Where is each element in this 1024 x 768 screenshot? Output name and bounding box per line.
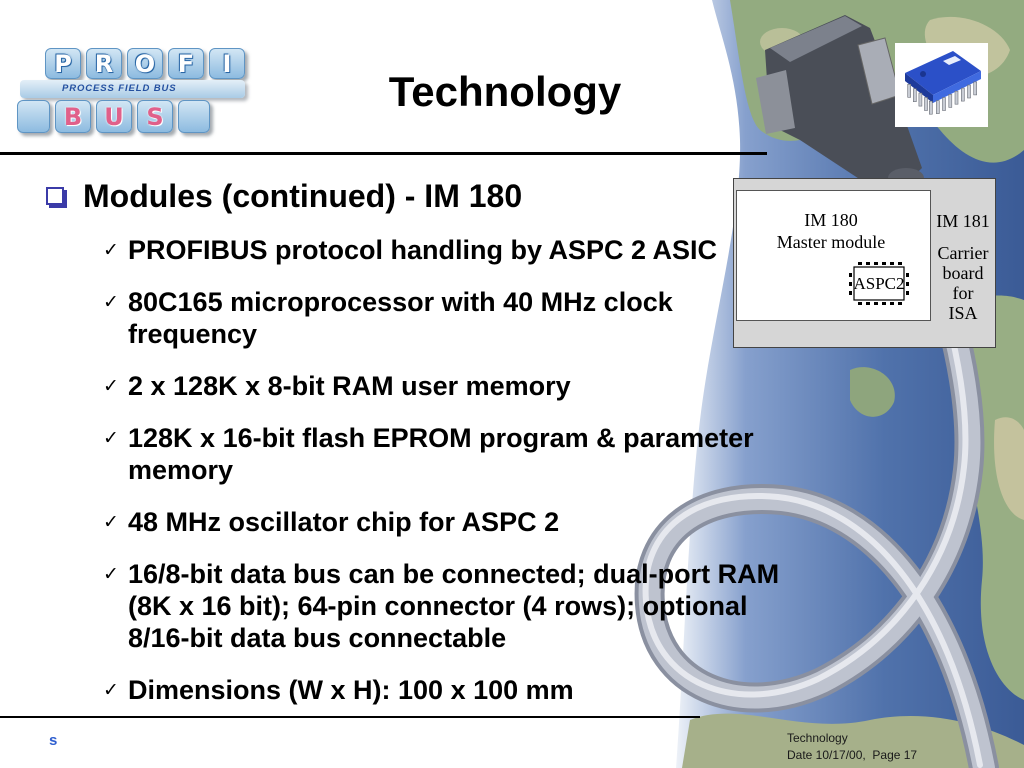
logo-letter-f: F [168,48,204,79]
aspc2-chip: ASPC2 [849,260,909,307]
logo-letter-b: B [55,100,91,133]
logo-letter-s: S [137,100,173,133]
item-line: frequency [128,319,258,349]
title-divider [0,152,767,155]
ic-chip-icon [895,43,988,127]
list-item: ✓ 48 MHz oscillator chip for ASPC 2 [103,506,779,538]
item-line: 16/8-bit data bus can be connected; dual… [128,559,780,589]
logo-tagline: PROCESS FIELD BUS [20,80,245,98]
check-icon: ✓ [103,239,119,261]
list-item: ✓ PROFIBUS protocol handling by ASPC 2 A… [103,234,779,266]
list-item: ✓ 80C165 microprocessor with 40 MHz cloc… [103,286,779,350]
item-line: Dimensions (W x H): 100 x 100 mm [128,675,574,705]
im181-label-group: IM 181 Carrier board for ISA [931,211,995,323]
logo-letter-r: R [86,48,122,79]
item-line: 8/16-bit data bus connectable [128,623,507,653]
bullet-list: ✓ PROFIBUS protocol handling by ASPC 2 A… [103,234,779,726]
im181-line: ISA [948,303,978,323]
item-line: 80C165 microprocessor with 40 MHz clock [128,287,673,317]
list-item: ✓ 128K x 16-bit flash EPROM program & pa… [103,422,779,486]
footer-section: Technology [787,731,848,745]
globe-land [994,417,1024,520]
slide-title: Technology [388,68,622,115]
im181-line: Carrier [937,243,989,263]
logo-letter-o: O [127,48,163,79]
item-line: 128K x 16-bit flash EPROM program & para… [128,423,754,453]
item-line: 2 x 128K x 8-bit RAM user memory [128,371,571,401]
list-item: ✓ 16/8-bit data bus can be connected; du… [103,558,779,654]
list-item: ✓ Dimensions (W x H): 100 x 100 mm [103,674,779,706]
list-item: ✓ 2 x 128K x 8-bit RAM user memory [103,370,779,402]
footer-date-page: Date 10/17/00, Page 17 [787,748,918,762]
globe-land [682,713,1024,768]
cable [634,163,999,768]
logo-letter-p: P [45,48,81,79]
check-icon: ✓ [103,679,119,701]
logo-blank-tile [178,100,210,133]
item-line: (8K x 16 bit); 64-pin connector (4 rows)… [128,591,748,621]
aspc2-chip-label: ASPC2 [853,274,905,293]
globe-land [850,367,895,417]
logo-blank-tile [17,100,50,133]
im180-title: IM 180 [804,210,858,230]
logo-letter-i: I [209,48,245,79]
footer-logo: s [49,732,58,749]
sub-d-connector-icon [756,15,924,192]
im181-line: board [942,263,984,283]
module-diagram: IM 180 Master module ASP [733,178,996,348]
im180-subtitle: Master module [776,232,886,252]
square-bullet-icon [46,187,64,205]
item-line: 48 MHz oscillator chip for ASPC 2 [128,507,560,537]
footer-divider [0,716,700,718]
check-icon: ✓ [103,291,119,313]
check-icon: ✓ [103,375,119,397]
check-icon: ✓ [103,427,119,449]
logo-letter-u: U [96,100,132,133]
section-heading: Modules (continued) - IM 180 [83,178,523,214]
im181-title: IM 181 [936,211,990,231]
item-line: memory [128,455,234,485]
profibus-logo: P R O F I PROCESS FIELD BUS B U S [15,45,250,137]
item-line: PROFIBUS protocol handling by ASPC 2 ASI… [128,235,718,265]
im180-board: IM 180 Master module ASP [736,190,931,321]
check-icon: ✓ [103,511,119,533]
check-icon: ✓ [103,563,119,585]
im181-line: for [952,283,974,303]
